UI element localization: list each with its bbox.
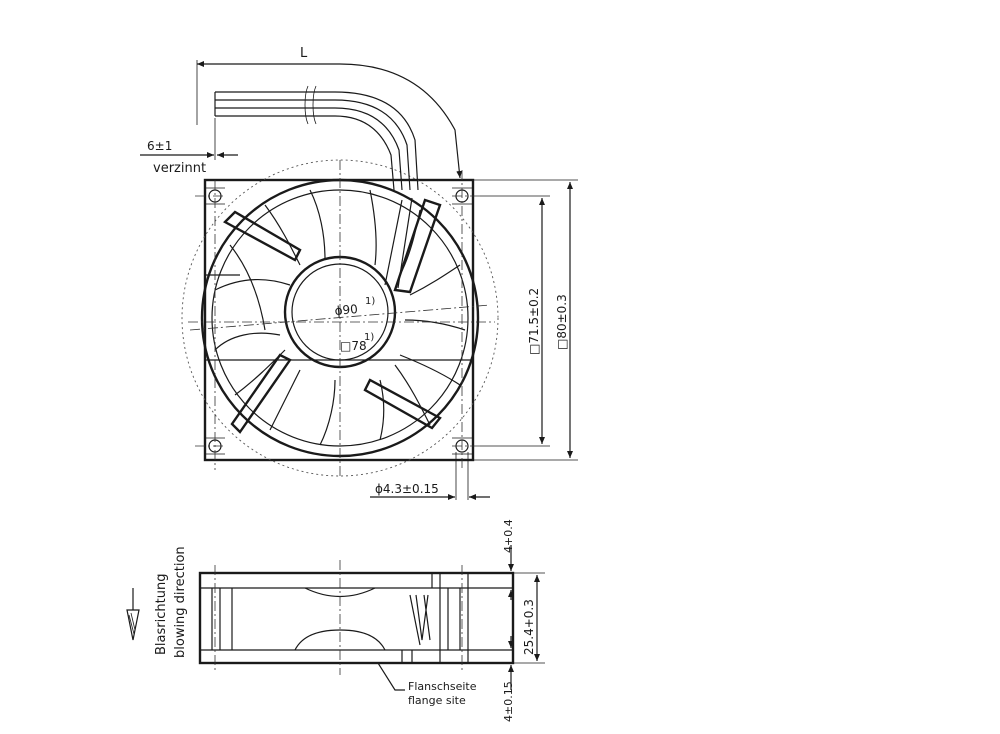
front-view: ϕ90 1) □78 1) [181, 159, 499, 478]
fan-blades [214, 189, 466, 446]
blowing-direction-arrow-icon [126, 588, 140, 641]
flange-side-de: Flanschseite [408, 680, 477, 693]
diameter-line [189, 304, 491, 331]
strip-length-label: 6±1 [147, 139, 172, 153]
outer-dashed-circle [181, 159, 499, 477]
hole-spacing-label: □71.5±0.2 [527, 288, 541, 355]
side-view: 25.4+0.3 4+0.4 4±0.15 Flanschseite flang… [126, 519, 545, 722]
support-struts [223, 197, 442, 434]
hub-diameter-label: ϕ90 [334, 302, 358, 318]
hole-diameter-label: ϕ4.3±0.15 [375, 482, 439, 496]
hub-square-label: □78 [340, 339, 367, 353]
bottom-clearance-label: 4±0.15 [502, 681, 515, 722]
frame-size-label: □80±0.3 [555, 294, 569, 350]
cable-exit [409, 594, 431, 646]
blowing-direction-de: Blasrichtung [154, 574, 169, 655]
tinned-label: verzinnt [153, 161, 206, 176]
cable-bundle: L 6±1 verzinnt [140, 46, 463, 191]
hub-bottom-profile [294, 629, 386, 651]
hub-diameter-note: 1) [365, 296, 375, 307]
side-view-outline [198, 571, 515, 665]
venturi-ring-inner [211, 189, 469, 447]
blowing-direction-en: blowing direction [173, 546, 188, 658]
front-dimensions: □71.5±0.2 □80±0.3 ϕ4.3±0.15 [370, 179, 578, 500]
flange-side-en: flange site [408, 694, 466, 707]
flange-leader [377, 662, 405, 691]
length-label: L [300, 46, 308, 61]
depth-label: 25.4+0.3 [522, 599, 536, 655]
hub-square-note: 1) [364, 332, 374, 343]
top-clearance-label: 4+0.4 [502, 519, 515, 553]
length-dimension-line [197, 61, 463, 179]
